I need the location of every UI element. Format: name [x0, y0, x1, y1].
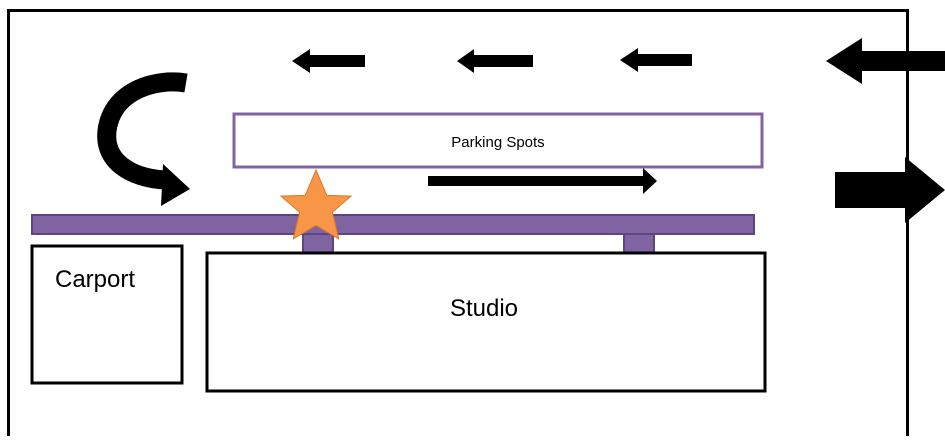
parking-spots-label: Parking Spots — [451, 134, 544, 151]
arrow-left-icon — [620, 48, 692, 72]
studio-label: Studio — [450, 295, 518, 322]
parking-spots-area — [232, 112, 764, 169]
traffic-arrows-right — [428, 157, 945, 223]
property-boundary — [7, 9, 909, 441]
arrow-left-icon — [292, 49, 365, 73]
arrow-right-icon — [835, 157, 945, 223]
arrow-right-icon — [428, 168, 657, 194]
arrow-left-icon — [826, 38, 945, 84]
arrow-left-icon — [457, 49, 533, 73]
walkway-bar — [31, 214, 755, 235]
carport-label: Carport — [55, 266, 135, 293]
traffic-arrows-left — [292, 38, 945, 84]
star-icon — [279, 168, 353, 240]
studio — [205, 251, 767, 393]
u-turn-arrow-icon — [97, 72, 190, 206]
carport — [30, 244, 184, 385]
